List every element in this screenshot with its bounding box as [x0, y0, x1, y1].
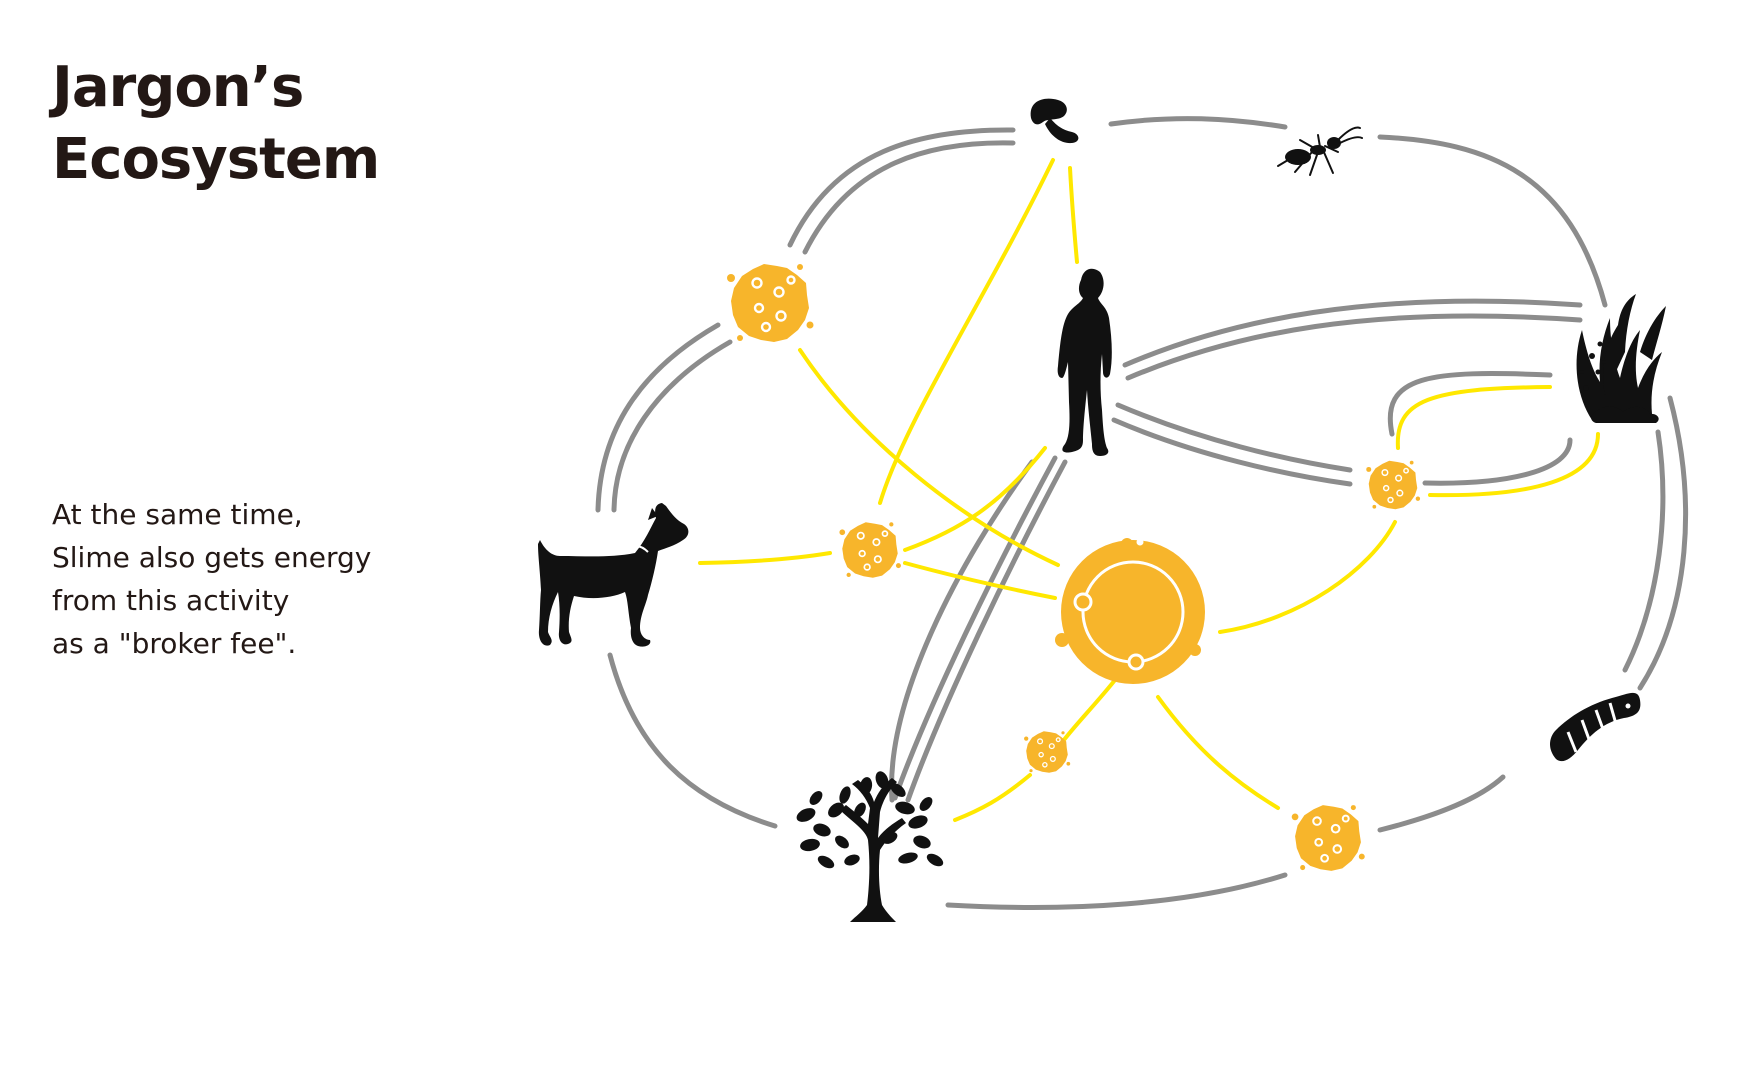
edge-slime-top-left-dog-a	[595, 322, 721, 513]
edge-human-tree-a	[892, 455, 1058, 801]
edge-slime-right-grass-grey-b	[1422, 437, 1573, 486]
title-line-1: Jargon’s	[52, 55, 304, 120]
edge-mushroom-slime-top-left-a	[787, 127, 1016, 248]
slime-bottom-right-icon	[1290, 804, 1366, 872]
energy-connections	[698, 158, 1600, 822]
road-connections	[595, 116, 1689, 910]
edge-slime-core-slime-bottom-left	[1058, 678, 1117, 747]
page-title: Jargon’s Ecosystem	[52, 52, 380, 196]
edge-ant-grass	[1377, 134, 1608, 308]
edge-dog-slime-mid-left	[698, 551, 832, 565]
caption-line-3: from this activity	[52, 584, 290, 617]
seaweed-grass-icon	[1576, 294, 1666, 423]
edge-mushroom-ant	[1108, 116, 1288, 130]
edge-tree-slime-bottom-right	[945, 872, 1288, 910]
dog-icon	[538, 503, 689, 647]
edge-dog-tree	[607, 652, 778, 829]
caption-text: At the same time, Slime also gets energy…	[52, 493, 371, 665]
slime-bottom-left-icon	[1023, 730, 1071, 774]
edge-slime-core-slime-bottom-right	[1156, 695, 1280, 810]
edge-human-slime-right-a	[1115, 402, 1353, 473]
tree-icon	[796, 771, 944, 922]
edge-human-slime-right-b	[1111, 417, 1353, 487]
slime-right-icon	[1365, 459, 1421, 511]
mushroom-icon	[1030, 98, 1079, 144]
edge-slime-top-left-dog-b	[611, 339, 733, 513]
edge-slime-right-grass-yellow-b	[1428, 432, 1600, 498]
slime-core-icon	[1055, 538, 1205, 684]
edge-human-tree-b	[905, 459, 1068, 803]
edge-human-tree-c	[889, 459, 1035, 803]
edge-slime-core-slime-right	[1218, 520, 1397, 634]
caterpillar-icon	[1550, 692, 1641, 762]
edge-slime-mid-left-slime-core	[903, 561, 1057, 600]
edge-human-grass-b	[1125, 313, 1583, 381]
edge-caterpillar-grass-b	[1622, 429, 1666, 673]
ant-icon	[1277, 126, 1363, 176]
human-icon	[1057, 268, 1112, 456]
caption-line-4: as a "broker fee".	[52, 627, 297, 660]
title-line-2: Ecosystem	[52, 127, 380, 192]
slime-top-left-icon	[725, 262, 815, 344]
edge-slime-right-grass-yellow-a	[1395, 385, 1552, 450]
edge-slime-bottom-left-tree	[953, 773, 1032, 822]
edge-human-grass-a	[1122, 298, 1583, 368]
caption-line-2: Slime also gets energy	[52, 541, 372, 574]
slime-mid-left-icon	[838, 521, 902, 579]
edge-slime-mid-left-human	[903, 446, 1047, 552]
edge-mushroom-slime-mid-left	[878, 158, 1055, 505]
edge-slime-top-left-slime-core	[798, 348, 1060, 567]
edge-slime-bottom-right-caterpillar	[1377, 774, 1506, 833]
edge-mushroom-human	[1068, 166, 1079, 264]
edge-caterpillar-grass-a	[1637, 395, 1689, 691]
edge-slime-right-grass-grey-a	[1387, 371, 1553, 437]
edge-mushroom-slime-top-left-b	[802, 140, 1016, 255]
caption-line-1: At the same time,	[52, 498, 303, 531]
